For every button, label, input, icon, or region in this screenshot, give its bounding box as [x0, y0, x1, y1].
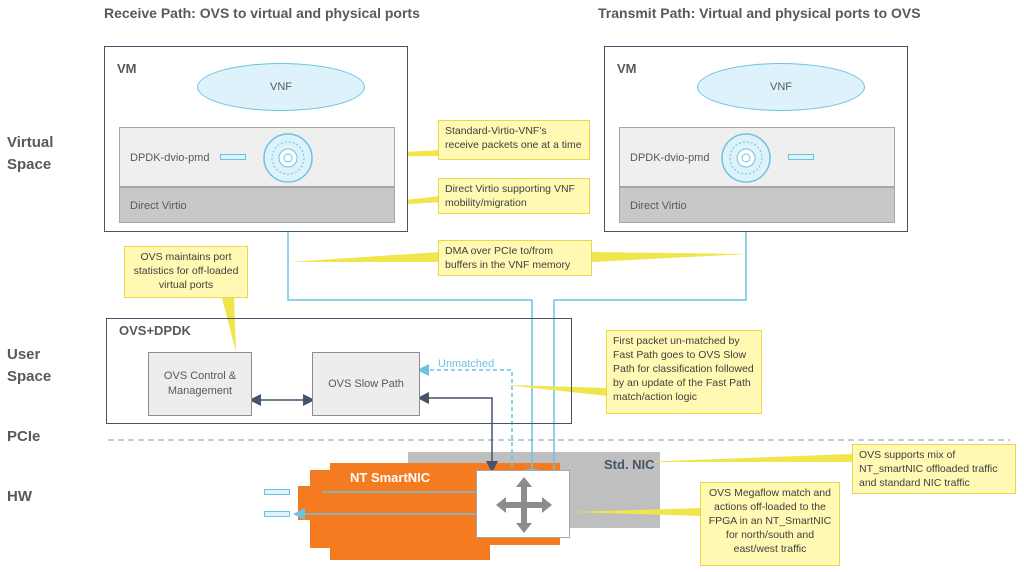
- vm-left-vnf-label: VNF: [270, 81, 292, 93]
- ovs-control-box: OVS Control & Management: [148, 352, 252, 416]
- callout-first-packet: [506, 385, 608, 396]
- vm-right-virtio-layer: Direct Virtio: [619, 187, 895, 223]
- fast-path-switch: [476, 470, 570, 538]
- vm-right-ring-icon: [721, 133, 771, 183]
- receive-path-title: Receive Path: OVS to virtual and physica…: [104, 5, 420, 21]
- smartnic-label: NT SmartNIC: [350, 470, 431, 485]
- hw-label: HW: [7, 488, 32, 505]
- callout-mix: [640, 454, 852, 462]
- hw-port-tx: [264, 511, 290, 517]
- vm-right-virtio-label: Direct Virtio: [630, 200, 687, 212]
- vm-left-label: VM: [117, 61, 137, 76]
- user-space-label: User Space: [7, 346, 52, 385]
- vm-left-virtio-label: Direct Virtio: [130, 200, 187, 212]
- vm-right-port: [788, 154, 814, 160]
- vm-left-box: VM VNF DPDK-dvio-pmd Direct Virtio: [104, 46, 408, 232]
- slow-path-link: [417, 392, 498, 473]
- vm-left-virtio-layer: Direct Virtio: [119, 187, 395, 223]
- note-direct-virtio: Direct Virtio supporting VNF mobility/mi…: [438, 178, 590, 214]
- ovs-slow-path-label: OVS Slow Path: [328, 377, 404, 390]
- ovs-dpdk-box: OVS+DPDK: [106, 318, 572, 424]
- callout-port-stats: [222, 298, 236, 352]
- vm-right-label: VM: [617, 61, 637, 76]
- vm-left-pmd-label: DPDK-dvio-pmd: [130, 152, 210, 164]
- four-way-arrows-icon: [496, 477, 552, 533]
- vm-right-vnf: VNF: [697, 63, 865, 111]
- std-nic-label: Std. NIC: [604, 457, 655, 472]
- note-first-packet: First packet un-matched by Fast Path goe…: [606, 330, 762, 414]
- hw-port-rx: [264, 489, 290, 495]
- ovs-dpdk-label: OVS+DPDK: [119, 323, 191, 338]
- ovs-slow-path-box: OVS Slow Path: [312, 352, 420, 416]
- note-port-stats: OVS maintains port statistics for off-lo…: [124, 246, 248, 298]
- unmatched-label: Unmatched: [438, 358, 495, 370]
- vm-left-vnf: VNF: [197, 63, 365, 111]
- pcie-label: PCIe: [7, 428, 41, 445]
- note-mix: OVS supports mix of NT_smartNIC offloade…: [852, 444, 1016, 494]
- callout-megaflow: [572, 508, 700, 516]
- ovs-control-label: OVS Control & Management: [163, 370, 237, 397]
- callout-dma-left: [290, 252, 440, 262]
- link-left-vm: [287, 190, 538, 481]
- note-dma: DMA over PCIe to/from buffers in the VNF…: [438, 240, 592, 276]
- vm-left-pmd-layer: DPDK-dvio-pmd: [119, 127, 395, 187]
- vm-left-port: [220, 154, 246, 160]
- callout-dma-right: [592, 252, 748, 262]
- note-virtio-vnf: Standard-Virtio-VNF's receive packets on…: [438, 120, 590, 160]
- vm-right-vnf-label: VNF: [770, 81, 792, 93]
- virtual-space-label: Virtual Space: [7, 134, 54, 173]
- vm-right-pmd-label: DPDK-dvio-pmd: [630, 152, 710, 164]
- transmit-path-title: Transmit Path: Virtual and physical port…: [598, 5, 921, 21]
- vm-left-ring-icon: [263, 133, 313, 183]
- note-megaflow: OVS Megaflow match and actions off-loade…: [700, 482, 840, 566]
